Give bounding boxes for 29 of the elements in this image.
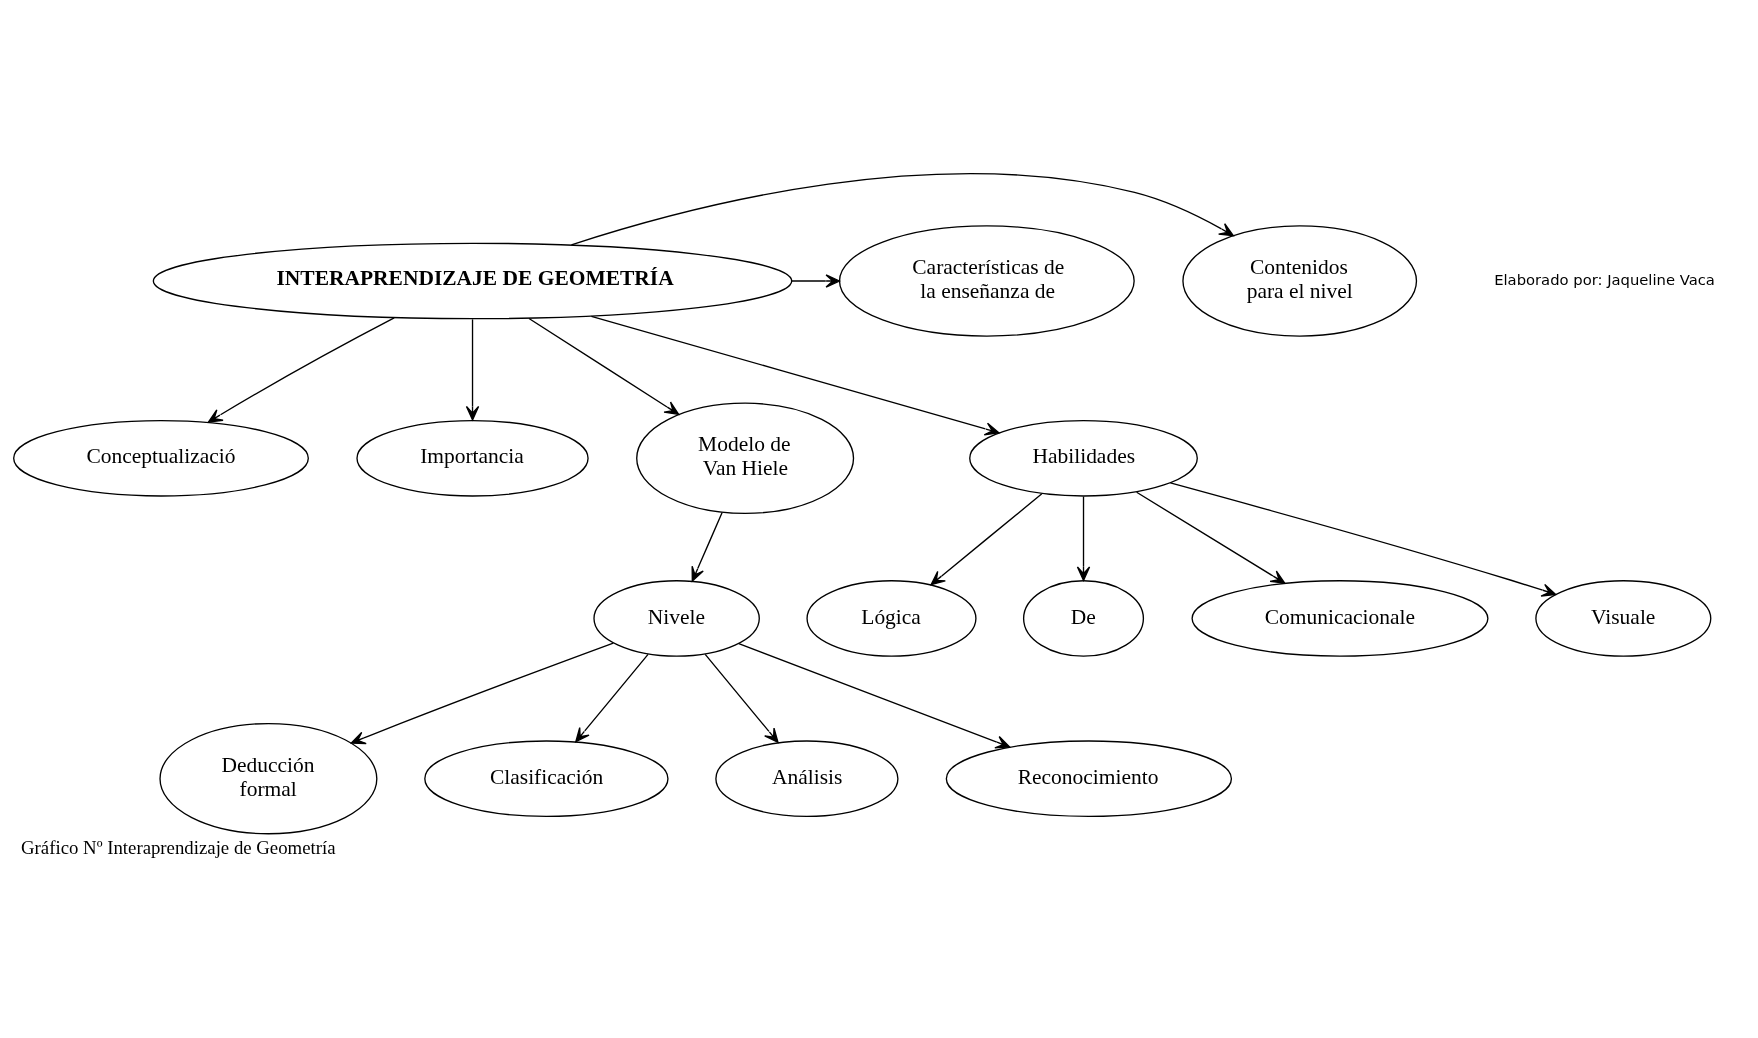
node-ellipse: Deducción formal xyxy=(159,722,378,835)
caption: Gráfico Nº Interaprendizaje de Geometría xyxy=(21,837,336,859)
arrow xyxy=(1076,495,1091,582)
arrow xyxy=(207,317,395,423)
arrow xyxy=(704,653,779,743)
arrow xyxy=(791,274,841,288)
arrow xyxy=(1136,491,1286,584)
arrow xyxy=(465,318,480,421)
node-ellipse: Nivele xyxy=(593,580,760,657)
node-ellipse: Análisis xyxy=(715,740,899,818)
arrow xyxy=(590,315,1000,436)
node-ellipse: INTERAPRENDIZAJE DE GEOMETRÍA xyxy=(152,242,793,320)
node-ellipse: De xyxy=(1022,580,1145,657)
arrow xyxy=(575,653,649,743)
label: Elaborado por: Jaqueline Vaca xyxy=(1494,270,1715,288)
arrow xyxy=(350,642,614,745)
arrow xyxy=(738,642,1011,749)
arrow xyxy=(570,173,1234,246)
node-ellipse: Conceptualizació xyxy=(13,419,309,497)
arrow xyxy=(528,317,680,415)
arrow xyxy=(691,511,723,582)
node-ellipse: Características de la enseñanza de xyxy=(838,225,1135,337)
node-ellipse: Comunicacionale xyxy=(1191,580,1489,657)
node-ellipse: Clasificación xyxy=(424,740,669,818)
arrow xyxy=(1169,482,1557,597)
node-ellipse: Lógica xyxy=(806,580,977,657)
arrow xyxy=(930,493,1043,586)
node-ellipse: Importancia xyxy=(356,419,589,497)
node-ellipse: Reconocimiento xyxy=(945,740,1233,818)
